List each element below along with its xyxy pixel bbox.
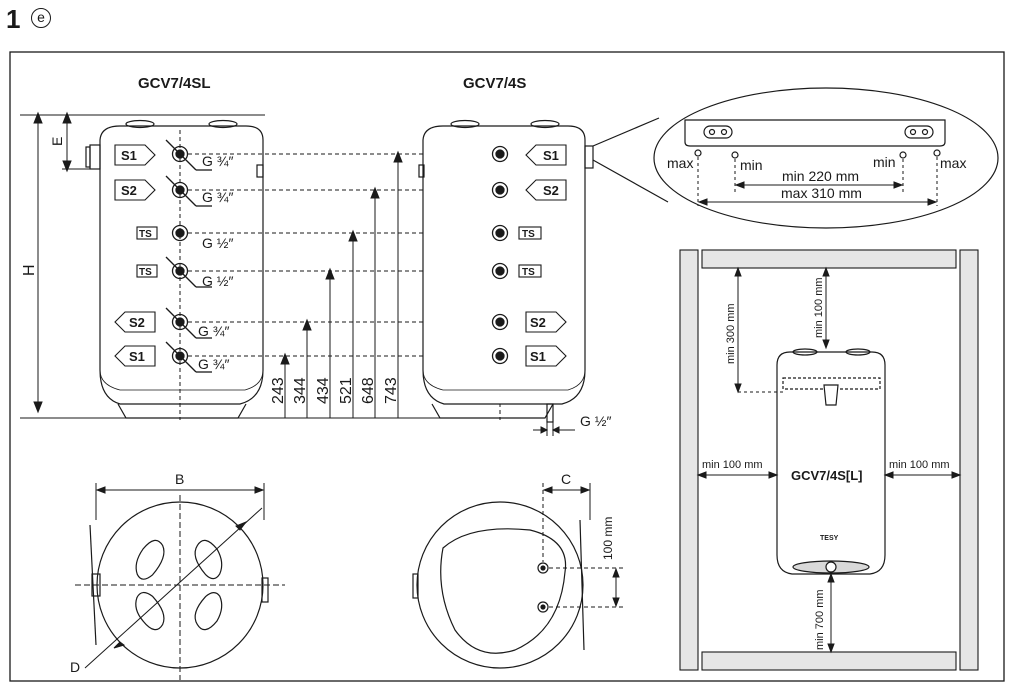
thread-label-2: G ¾″ [202,189,233,205]
label-c: C [561,471,571,487]
detail-labels: max min min max min 220 mm max 310 mm [667,154,966,201]
clearance-left: min 100 mm [702,459,763,471]
detail-max-left: max [667,155,693,171]
left-tag-arrows [114,144,158,367]
left-tag-5: S2 [129,315,145,330]
right-tag-1: S1 [543,148,559,163]
height-344: 344 [292,377,309,404]
detail-min-left: min [740,157,763,173]
right-ports [491,145,509,365]
left-model-title: GCV7/4SL [138,75,211,92]
right-tag-3: TS [522,229,535,240]
thread-label-4: G ½″ [202,273,233,289]
installation-model: GCV7/4S[L] [791,468,863,483]
bottom-view [412,501,585,669]
right-model-title: GCV7/4S [463,75,526,92]
left-tag-labels: S1 S2 TS TS S2 S1 [121,148,152,364]
right-tag-arrows [518,144,567,367]
left-tank [85,119,264,419]
bottom-spacing: 100 mm [601,517,615,560]
clearance-bottom: min 700 mm [814,589,826,650]
language-badge-e: e [31,8,51,28]
clearance-right: min 100 mm [889,459,950,471]
figure-number: 1 [6,4,21,34]
label-h: H [21,264,38,276]
installation-dimension-lines [696,266,962,654]
height-743: 743 [383,377,400,404]
top-view-dimensions [75,483,285,680]
left-tag-4: TS [139,267,152,278]
installation-brand: TESY [820,535,839,542]
installation-walls [679,249,979,671]
left-tag-3: TS [139,229,152,240]
right-tag-labels: S1 S2 TS TS S2 S1 [522,148,559,364]
thread-label-5: G ¾″ [198,323,229,339]
height-521: 521 [338,377,355,404]
right-tag-4: TS [522,267,535,278]
clearance-top-100: min 100 mm [813,277,825,338]
height-values: 243 344 434 521 648 743 [270,377,400,404]
left-tag-6: S1 [129,349,145,364]
installation-labels: min 300 mm min 100 mm min 100 mm min 100… [702,277,950,650]
detail-dimension-lines [697,157,938,206]
thread-label-1: G ¾″ [202,153,233,169]
frame [9,51,1005,682]
left-tag-1: S1 [121,148,137,163]
installation-tank [776,348,886,575]
label-b: B [175,471,184,487]
right-tag-6: S1 [530,349,546,364]
height-434: 434 [315,377,332,404]
detail-bubble [592,87,999,229]
detail-min-right: min [873,154,896,170]
height-243: 243 [270,377,287,404]
thread-label-3: G ½″ [202,235,233,251]
left-tag-2: S2 [121,183,137,198]
label-e: E [49,137,65,146]
left-thread-labels: G ¾″ G ¾″ G ½″ G ½″ G ¾″ G ¾″ [198,153,233,372]
right-tank [418,119,594,423]
label-d: D [70,659,80,675]
detail-max-span: max 310 mm [781,185,862,201]
height-dimension-lines [280,150,403,418]
right-tag-5: S2 [530,315,546,330]
bottom-view-dimensions [542,483,625,608]
detail-min-span: min 220 mm [782,168,859,184]
height-648: 648 [360,377,377,404]
drain-thread: G ½″ [580,413,611,429]
clearance-top-300: min 300 mm [725,303,737,364]
right-tag-2: S2 [543,183,559,198]
drain-dimension [533,422,575,436]
thread-label-6: G ¾″ [198,356,229,372]
detail-max-right: max [940,155,966,171]
